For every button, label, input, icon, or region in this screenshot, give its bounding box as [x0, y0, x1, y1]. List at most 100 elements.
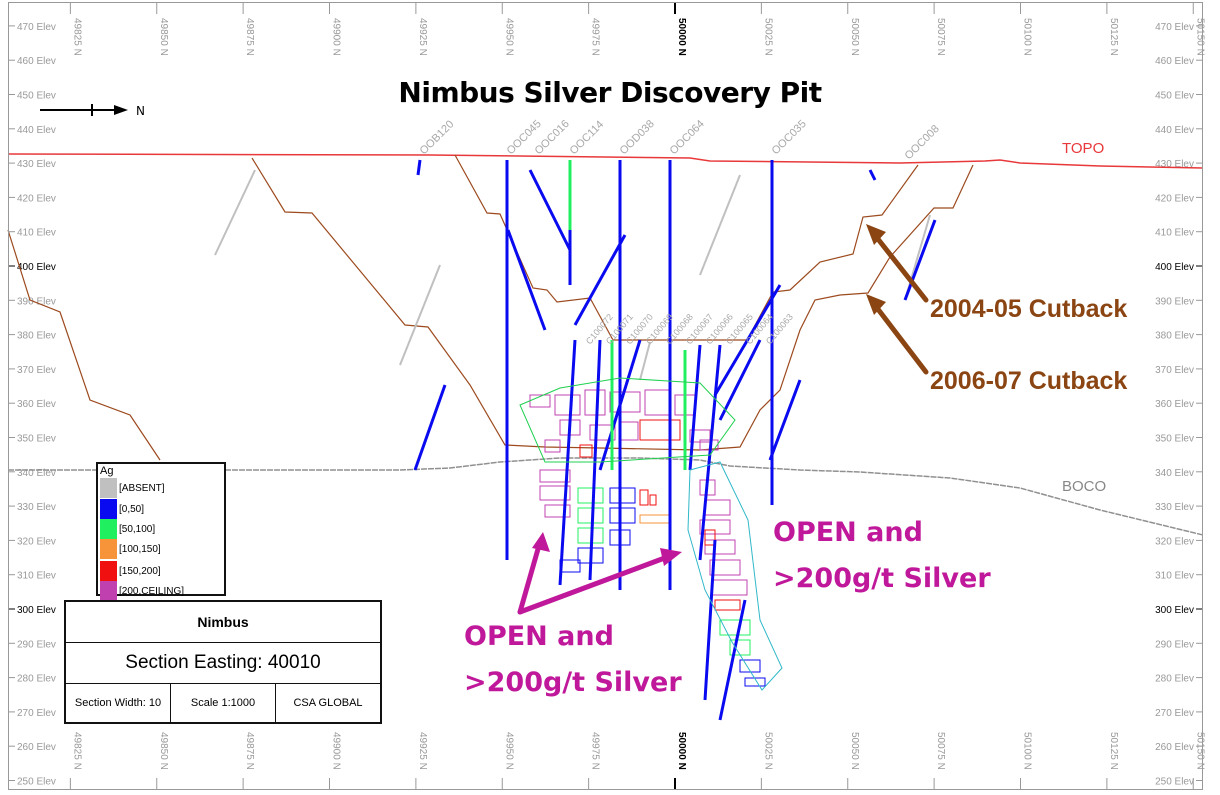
elev-label-right: 280 Elev — [1155, 674, 1194, 685]
ore-block — [579, 444, 593, 458]
elev-label-right: 380 Elev — [1155, 331, 1194, 342]
elev-label-left: 390 Elev — [17, 296, 56, 307]
northing-label-bottom: 49825 N — [71, 732, 82, 770]
drillhole-trace — [413, 384, 447, 471]
elev-label-right: 270 Elev — [1155, 708, 1194, 719]
ore-block — [577, 507, 604, 524]
legend-label: [50,100] — [119, 523, 156, 535]
elev-label-right: 340 Elev — [1155, 468, 1194, 479]
elev-label-right: 290 Elev — [1155, 639, 1194, 650]
elev-label-right: 430 Elev — [1155, 159, 1194, 170]
ore-block — [719, 619, 751, 636]
elev-label-left: 310 Elev — [17, 571, 56, 582]
northing-label-bottom: 49925 N — [417, 732, 428, 770]
legend-swatch — [100, 539, 117, 559]
ore-block — [589, 424, 616, 441]
elev-label-left: 440 Elev — [17, 125, 56, 136]
elev-label-right: 320 Elev — [1155, 536, 1194, 547]
ore-block — [609, 487, 636, 504]
elev-label-right: 460 Elev — [1155, 56, 1194, 67]
ore-block — [714, 599, 741, 611]
legend-label: [ABSENT] — [119, 482, 165, 494]
open-right-line1: OPEN and — [773, 517, 923, 548]
ore-block — [539, 469, 571, 483]
drillhole-trace — [699, 174, 741, 276]
legend-item: [ABSENT] — [100, 478, 165, 498]
elev-label-right: 410 Elev — [1155, 228, 1194, 239]
northing-label-bottom: 50075 N — [935, 732, 946, 770]
pit-shell-2006-07 — [251, 157, 974, 451]
drillhole-trace — [598, 339, 642, 471]
drillhole-trace — [718, 599, 747, 721]
elev-label-right: 350 Elev — [1155, 434, 1194, 445]
ore-block — [544, 504, 571, 518]
legend-label: [0,50] — [119, 503, 145, 515]
elev-label-right: 360 Elev — [1155, 399, 1194, 410]
northing-label-top: 50075 N — [935, 18, 946, 56]
drillhole-trace — [768, 379, 802, 461]
project-name: Nimbus — [66, 602, 380, 643]
legend-swatch — [100, 581, 117, 601]
elev-label-right: 260 Elev — [1155, 742, 1194, 753]
legend-title: Ag — [100, 465, 114, 477]
drillhole-trace — [214, 169, 256, 256]
map-scale: Scale 1:1000 — [171, 683, 276, 722]
ore-block — [539, 485, 571, 501]
legend-item: [0,50] — [100, 499, 144, 519]
elev-label-left: 420 Elev — [17, 193, 56, 204]
elev-label-left: 300 Elev — [17, 605, 56, 616]
ore-block — [544, 439, 561, 453]
legend-swatch — [100, 499, 117, 519]
drillhole-trace — [703, 539, 717, 701]
northing-label-top: 50125 N — [1108, 18, 1119, 56]
northing-label-top: 49975 N — [590, 18, 601, 56]
elev-label-left: 450 Elev — [17, 91, 56, 102]
open-arrow-left-up — [517, 539, 543, 615]
elev-label-right: 470 Elev — [1155, 22, 1194, 33]
section-width: Section Width: 10 — [66, 683, 171, 722]
legend-label: [200,CEILING] — [119, 585, 185, 597]
ore-block — [704, 539, 736, 555]
elev-label-left: 430 Elev — [17, 159, 56, 170]
upper-ore-envelope — [519, 377, 736, 463]
elev-label-left: 370 Elev — [17, 365, 56, 376]
elev-label-left: 330 Elev — [17, 502, 56, 513]
northing-label-top: 50150 N — [1194, 18, 1205, 56]
northing-label-top: 50025 N — [762, 18, 773, 56]
north-label: N — [136, 104, 145, 118]
legend-swatch — [100, 519, 117, 539]
northing-label-top: 49900 N — [331, 18, 342, 56]
legend-swatch — [100, 561, 117, 581]
ore-block — [739, 659, 761, 673]
northing-label-top: 49850 N — [158, 18, 169, 56]
northing-label-bottom: 50050 N — [849, 732, 860, 770]
drillhole-trace — [688, 344, 702, 471]
elev-label-left: 260 Elev — [17, 742, 56, 753]
ore-block — [649, 494, 657, 506]
elev-label-right: 370 Elev — [1155, 365, 1194, 376]
annotation-arrows — [517, 224, 929, 615]
elev-label-left: 400 Elev — [17, 262, 56, 273]
elev-label-left: 340 Elev — [17, 468, 56, 479]
elev-label-left: 250 Elev — [17, 777, 56, 788]
open-left-line2: >200g/t Silver — [464, 667, 682, 698]
northing-label-bottom: 50150 N — [1194, 732, 1205, 770]
northing-label-bottom: 50125 N — [1108, 732, 1119, 770]
elev-label-left: 460 Elev — [17, 56, 56, 67]
northing-label-bottom: 49875 N — [244, 732, 255, 770]
elev-label-right: 250 Elev — [1155, 777, 1194, 788]
ore-block — [639, 489, 649, 506]
elev-label-left: 410 Elev — [17, 228, 56, 239]
grade-legend: Ag [ABSENT][0,50][50,100][100,150][150,2… — [96, 462, 226, 601]
topo-surface-line — [7, 153, 1204, 169]
cutback-arrow-2 — [871, 301, 929, 375]
open-right-line2: >200g/t Silver — [773, 563, 991, 594]
northing-label-bottom: 50000 N — [676, 732, 687, 770]
drillhole-trace — [573, 234, 627, 326]
section-easting: Section Easting: 40010 — [66, 642, 380, 684]
drillhole-trace — [698, 344, 722, 561]
drillhole-trace — [588, 339, 602, 581]
drillhole-trace — [903, 219, 937, 301]
